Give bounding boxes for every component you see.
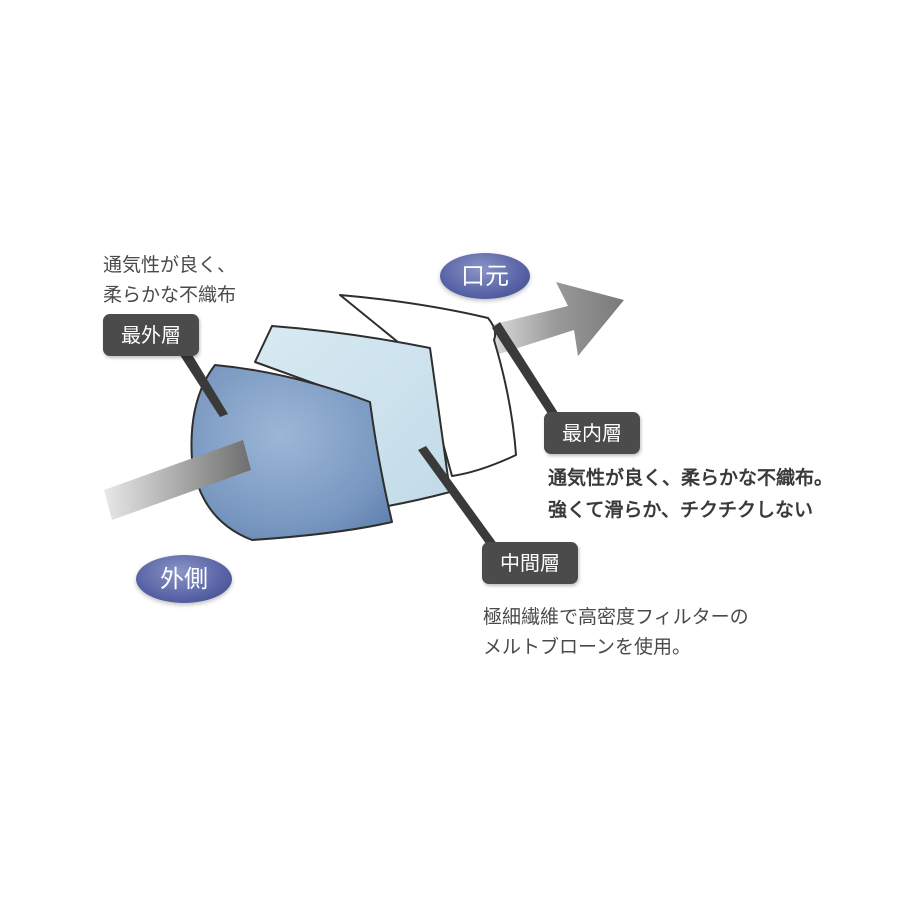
leader-outer bbox=[178, 348, 228, 417]
middle-layer-tag: 中間層 bbox=[482, 542, 578, 584]
inner-desc-line1: 通気性が良く、柔らかな不織布。 bbox=[548, 467, 834, 489]
outer-desc-line1: 通気性が良く、 bbox=[103, 254, 237, 276]
middle-desc-line2: メルトブローンを使用。 bbox=[483, 636, 692, 658]
inner-layer-tag: 最内層 bbox=[544, 412, 640, 454]
middle-layer-description: 極細繊維で高密度フィルターの メルトブローンを使用。 bbox=[483, 602, 749, 662]
airflow-arrow-tail bbox=[104, 440, 251, 520]
middle-layer-shape bbox=[254, 325, 451, 507]
leader-middle bbox=[418, 446, 500, 552]
outer-layer-shape bbox=[190, 364, 393, 541]
outer-layer-tag: 最外層 bbox=[103, 314, 199, 356]
mouth-side-badge: 口元 bbox=[440, 253, 530, 299]
outer-layer-description: 通気性が良く、 柔らかな不織布 bbox=[103, 250, 236, 310]
leader-inner bbox=[492, 322, 560, 420]
outer-desc-line2: 柔らかな不織布 bbox=[103, 284, 237, 306]
inner-desc-line2: 強くて滑らか、チクチクしない bbox=[548, 499, 814, 521]
inner-layer-description: 通気性が良く、柔らかな不織布。 強くて滑らか、チクチクしない bbox=[548, 462, 833, 526]
outside-side-badge: 外側 bbox=[136, 555, 232, 603]
middle-desc-line1: 極細繊維で高密度フィルターの bbox=[483, 606, 749, 628]
